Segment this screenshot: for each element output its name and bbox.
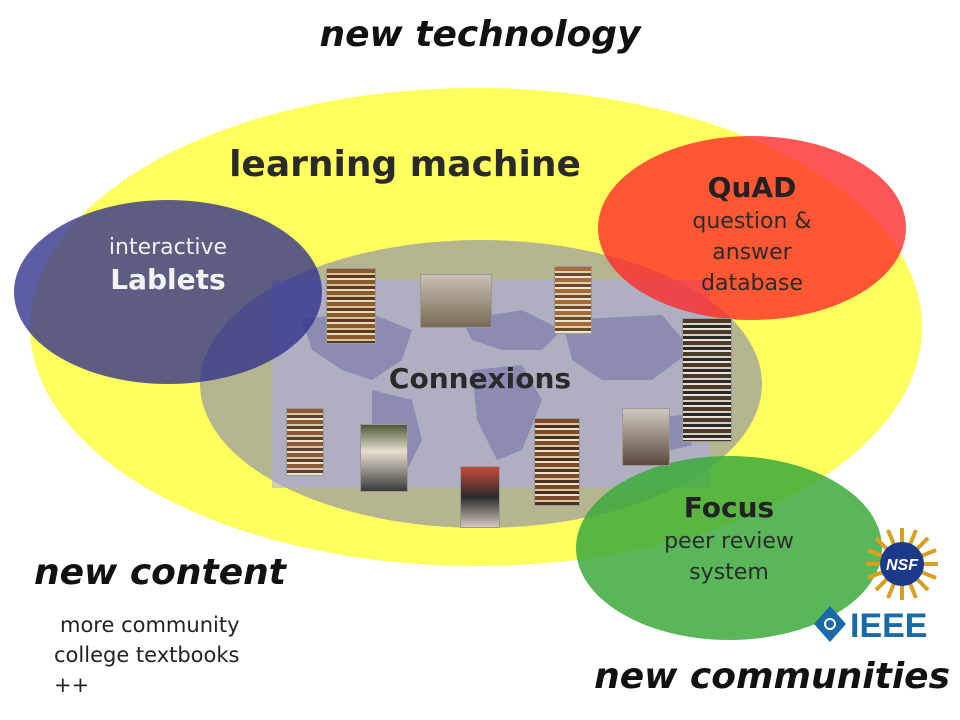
- book-stack-image: [554, 266, 592, 334]
- nsf-logo: NSF: [864, 526, 940, 602]
- connexions-label: Connexions: [388, 362, 572, 395]
- lablets-label: interactive Lablets: [30, 232, 306, 296]
- book-stack-image: [286, 408, 324, 476]
- notes-line2: college textbooks: [54, 643, 240, 667]
- new-content-heading: new content: [34, 552, 286, 593]
- lablets-ellipse: [14, 200, 322, 384]
- quad-title: QuAD: [707, 171, 797, 204]
- new-technology-heading: new technology: [319, 14, 641, 55]
- lablets-line1: interactive: [108, 235, 228, 260]
- quad-label: QuAD question & answer database: [620, 170, 884, 299]
- book-stack-image: [682, 318, 732, 442]
- person-at-computer-image: [420, 274, 492, 328]
- quad-ellipse: [598, 136, 906, 320]
- focus-line2: system: [689, 560, 769, 585]
- book-stack-image: [534, 418, 580, 506]
- ieee-logo-text: IEEE: [850, 607, 927, 644]
- lablets-line2: Lablets: [110, 263, 226, 296]
- focus-line1: peer review: [664, 529, 794, 554]
- new-content-notes: more community college textbooks ++: [54, 610, 314, 700]
- quad-line3: database: [701, 271, 803, 296]
- focus-title: Focus: [683, 491, 775, 524]
- quad-line1: question &: [692, 209, 812, 234]
- notes-line1: more community: [60, 613, 240, 637]
- reader-image: [622, 408, 670, 466]
- new-communities-heading: new communities: [594, 656, 950, 697]
- notes-line3: ++: [54, 673, 90, 697]
- learning-machine-label: learning machine: [229, 144, 581, 185]
- nsf-logo-text: NSF: [886, 557, 919, 574]
- ieee-logo: IEEE: [812, 604, 942, 645]
- teacher-image: [360, 424, 408, 492]
- student-reading-image: [460, 466, 500, 528]
- quad-line2: answer: [712, 240, 792, 265]
- focus-label: Focus peer review system: [600, 490, 858, 588]
- book-stack-image: [326, 268, 376, 344]
